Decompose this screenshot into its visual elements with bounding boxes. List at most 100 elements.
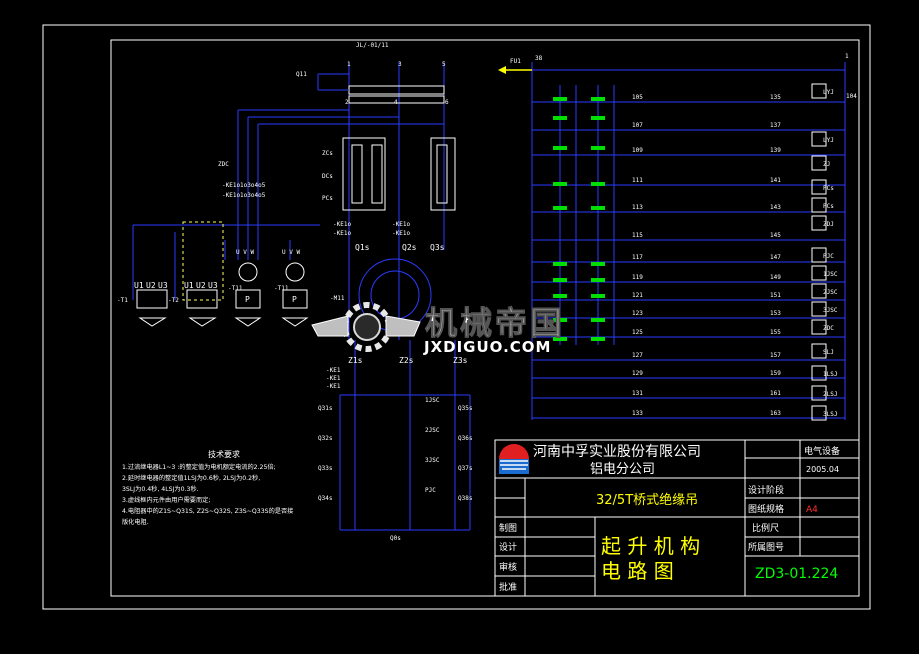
branch-name: 铝电分公司 (590, 462, 655, 477)
control-node: 131 (632, 390, 643, 397)
control-node: 151 (770, 292, 781, 299)
node-label: 1 (845, 53, 849, 60)
control-node: 147 (770, 254, 781, 261)
notes-line: 3.虚线框内元件由用户需要而定; (122, 496, 210, 504)
phase-label: 1 (347, 61, 351, 68)
resistor-stage: Q36s (458, 435, 473, 442)
relay-label: -KE1o (392, 230, 410, 237)
resistor-stage: Q37s (458, 465, 473, 472)
coil-label: PCs (823, 185, 834, 192)
contactor-label: DCs (322, 173, 333, 180)
contactor-label: 3JSC (425, 457, 440, 464)
drawing-title-line1: 起 升 机 构 (601, 534, 700, 558)
coil-label: SLJ (823, 349, 834, 356)
control-node: 109 (632, 147, 643, 154)
coil-label: PCs (823, 203, 834, 210)
technical-notes: 技术要求 1.过流继电器L1~3 :的整定值为电机额定电流的2.25倍; 2.延… (122, 449, 293, 526)
outer-frame (42, 24, 871, 610)
meter-label: U1 (134, 281, 144, 290)
design-stage-label: 设计阶段 (748, 484, 784, 496)
resistor-stage: Q34s (318, 495, 333, 502)
scale-label: 比例尺 (752, 522, 779, 534)
optional-box (182, 221, 224, 301)
control-node: 143 (770, 204, 781, 211)
notes-line: 版化电阻. (122, 518, 149, 526)
phase-label: 3 (398, 61, 402, 68)
control-node: 137 (770, 122, 781, 129)
node-label: 38 (535, 55, 543, 62)
control-node: 159 (770, 370, 781, 377)
arrow-icon (498, 66, 506, 74)
coil-label: ZJ (823, 161, 830, 168)
ct-label: Q2s (402, 243, 417, 252)
rotor-label: Z2s (399, 356, 414, 365)
meter-label: U2 (146, 281, 156, 290)
gauge-label: P (292, 295, 297, 304)
control-node: 113 (632, 204, 643, 211)
meter-label: U3 (158, 281, 168, 290)
control-node: 141 (770, 177, 781, 184)
control-node: 115 (632, 232, 643, 239)
rotor-label: Z1s (348, 356, 363, 365)
notes-heading: 技术要求 (208, 449, 240, 459)
resistor-stage: Q38s (458, 495, 473, 502)
resistor-stage: Q33s (318, 465, 333, 472)
meter-label: U3 (208, 281, 218, 290)
drawing-number: ZD3-01.224 (755, 566, 838, 582)
power-circuit (132, 62, 471, 531)
meters (136, 262, 309, 327)
transformer-label: -T1 (117, 297, 128, 304)
coil-label: 2LSJ (823, 391, 837, 398)
company-logo-icon (499, 444, 529, 474)
rotor-label: Z3s (453, 356, 468, 365)
phase-label: 5 (442, 61, 446, 68)
notes-line: 2.延时继电器的整定值1LSJ为0.6秒, 2LSJ为0.2秒, (122, 474, 260, 482)
ct-label: Q1s (355, 243, 370, 252)
inner-frame (110, 39, 860, 597)
company-name: 河南中孚实业股份有限公司 (533, 444, 701, 460)
coil-label: 1JSC (823, 271, 838, 278)
control-node: 161 (770, 390, 781, 397)
control-node: 153 (770, 310, 781, 317)
drawn-label: 制图 (499, 522, 517, 534)
designed-label: 设计 (499, 541, 517, 553)
control-node: 119 (632, 274, 643, 281)
control-node: 139 (770, 147, 781, 154)
control-node: 135 (770, 94, 781, 101)
contactor-label: PCs (322, 195, 333, 202)
contact-markers (553, 97, 605, 341)
control-circuit (500, 62, 846, 420)
coil-label: 3JSC (823, 307, 838, 314)
resistor-bottom: Q0s (390, 535, 401, 542)
paper-size-value: A4 (806, 505, 818, 515)
control-node: 107 (632, 122, 643, 129)
coil-label: 2JSC (823, 289, 838, 296)
control-node: 145 (770, 232, 781, 239)
coil-label: PJC (823, 253, 834, 260)
control-node: 157 (770, 352, 781, 359)
contactor-label: 1JSC (425, 397, 440, 404)
notes-line: 4.电阻器中的Z1S~Q31S, Z2S~Q32S, Z3S~Q33S的是否接 (122, 507, 293, 515)
ct-label: Q3s (430, 243, 445, 252)
resistor-stage: Q35s (458, 405, 473, 412)
control-node: 121 (632, 292, 643, 299)
uvw-label: U V W (282, 249, 300, 256)
control-node: 133 (632, 410, 643, 417)
phase-label: 2 (345, 99, 349, 106)
approved-label: 批准 (499, 581, 517, 593)
drawing-no-label: 所属图号 (748, 542, 784, 553)
transformer-label: -T2 (168, 297, 179, 304)
control-node: 129 (632, 370, 643, 377)
date: 2005.04 (806, 465, 839, 474)
transformer-label: -T11 (228, 285, 243, 292)
coil-label: 1LSJ (823, 371, 837, 378)
coil-label: LYJ (823, 89, 834, 96)
drawing-title-line2: 电 路 图 (601, 559, 674, 583)
notes-line: 1.过流继电器L1~3 :的整定值为电机额定电流的2.25倍; (122, 463, 276, 471)
control-node: 117 (632, 254, 643, 261)
control-node: 125 (632, 329, 643, 336)
meter-label: U2 (196, 281, 206, 290)
uvw-label: U V W (236, 249, 254, 256)
watermark-url: JXDIGUO.COM (423, 338, 551, 356)
motor-label: -M11 (330, 295, 345, 302)
